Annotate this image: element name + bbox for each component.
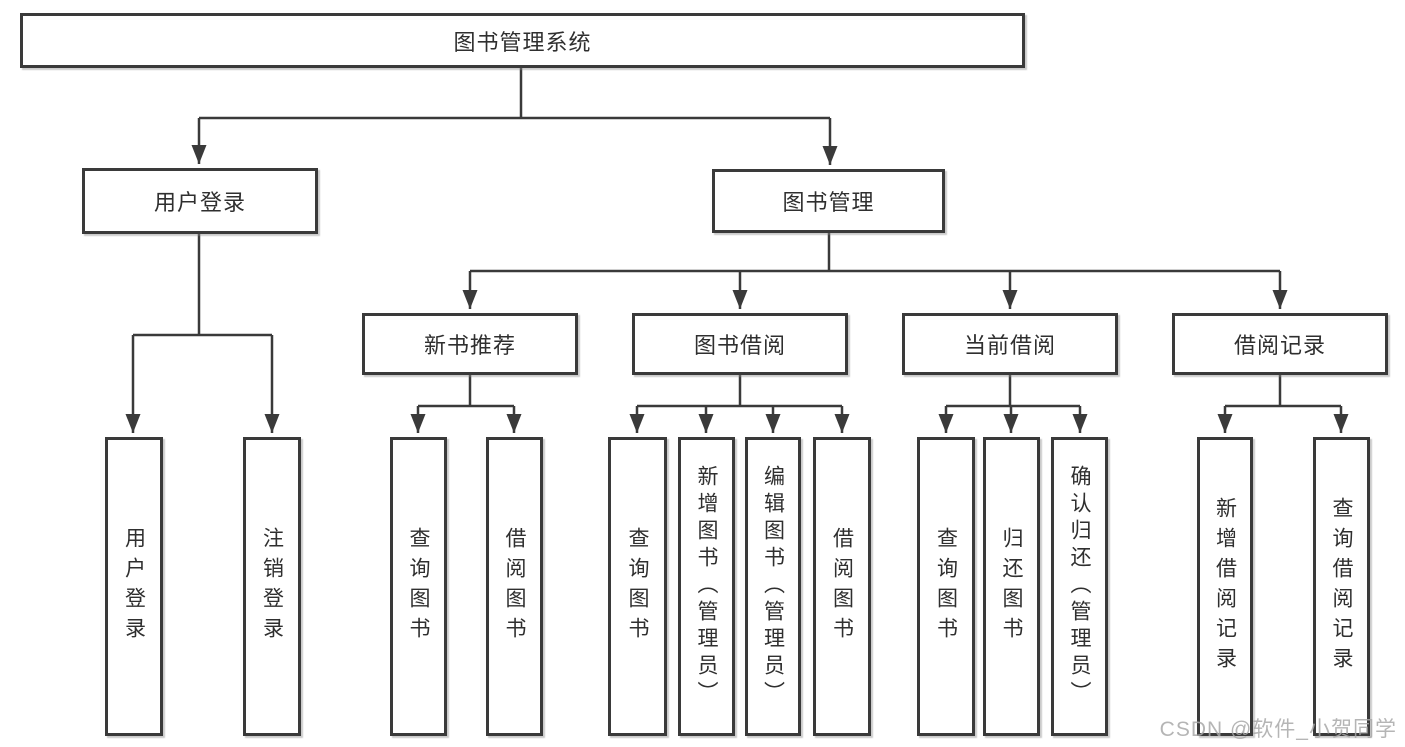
- node-query-books-recommend: 查询图书: [390, 437, 447, 736]
- node-query-borrow-record-label: 查询借阅记录: [1330, 496, 1353, 677]
- node-query-books-current: 查询图书: [917, 437, 975, 736]
- node-query-books-borrow-label: 查询图书: [626, 526, 649, 647]
- node-user-login: 用户登录: [82, 168, 318, 234]
- node-edit-books-admin: 编辑图书（管理员）: [745, 437, 801, 736]
- node-current-borrowing: 当前借阅: [902, 313, 1118, 375]
- node-query-books-current-label: 查询图书: [934, 526, 958, 647]
- node-edit-books-admin-label: 编辑图书（管理员）: [761, 465, 785, 708]
- node-book-borrowing-label: 图书借阅: [693, 333, 786, 358]
- node-query-books-recommend-label: 查询图书: [407, 526, 430, 647]
- node-new-book-recommendation: 新书推荐: [362, 313, 578, 375]
- node-library-system: 图书管理系统: [20, 13, 1025, 68]
- node-borrow-books: 借阅图书: [813, 437, 871, 736]
- node-add-books-admin-label: 新增图书（管理员）: [695, 465, 718, 708]
- node-book-borrowing: 图书借阅: [632, 313, 848, 375]
- node-logout-action: 注销登录: [243, 437, 301, 736]
- node-add-books-admin: 新增图书（管理员）: [678, 437, 735, 736]
- node-user-login-action-label: 用户登录: [122, 526, 146, 647]
- node-logout-action-label: 注销登录: [260, 526, 284, 647]
- node-user-login-label: 用户登录: [153, 190, 246, 215]
- node-query-borrow-record: 查询借阅记录: [1313, 437, 1370, 736]
- csdn-watermark: CSDN @软件_小贺同学: [1159, 718, 1397, 741]
- node-book-management: 图书管理: [712, 169, 945, 233]
- node-confirm-return-admin: 确认归还（管理员）: [1051, 437, 1108, 736]
- node-return-books-label: 归还图书: [1000, 526, 1023, 647]
- node-library-system-label: 图书管理系统: [453, 29, 592, 55]
- node-borrow-books-label: 借阅图书: [830, 526, 854, 647]
- node-borrowing-records: 借阅记录: [1172, 313, 1388, 375]
- node-borrow-books-recommend-label: 借阅图书: [503, 526, 526, 647]
- node-confirm-return-admin-label: 确认归还（管理员）: [1068, 465, 1091, 708]
- node-user-login-action: 用户登录: [105, 437, 163, 736]
- node-return-books: 归还图书: [983, 437, 1040, 736]
- node-borrow-books-recommend: 借阅图书: [486, 437, 543, 736]
- node-add-borrow-record-label: 新增借阅记录: [1213, 496, 1237, 677]
- node-current-borrowing-label: 当前借阅: [963, 333, 1056, 358]
- node-book-management-label: 图书管理: [782, 190, 875, 215]
- node-add-borrow-record: 新增借阅记录: [1197, 437, 1253, 736]
- node-query-books-borrow: 查询图书: [608, 437, 667, 736]
- node-new-book-recommendation-label: 新书推荐: [423, 333, 516, 358]
- node-borrowing-records-label: 借阅记录: [1233, 333, 1326, 358]
